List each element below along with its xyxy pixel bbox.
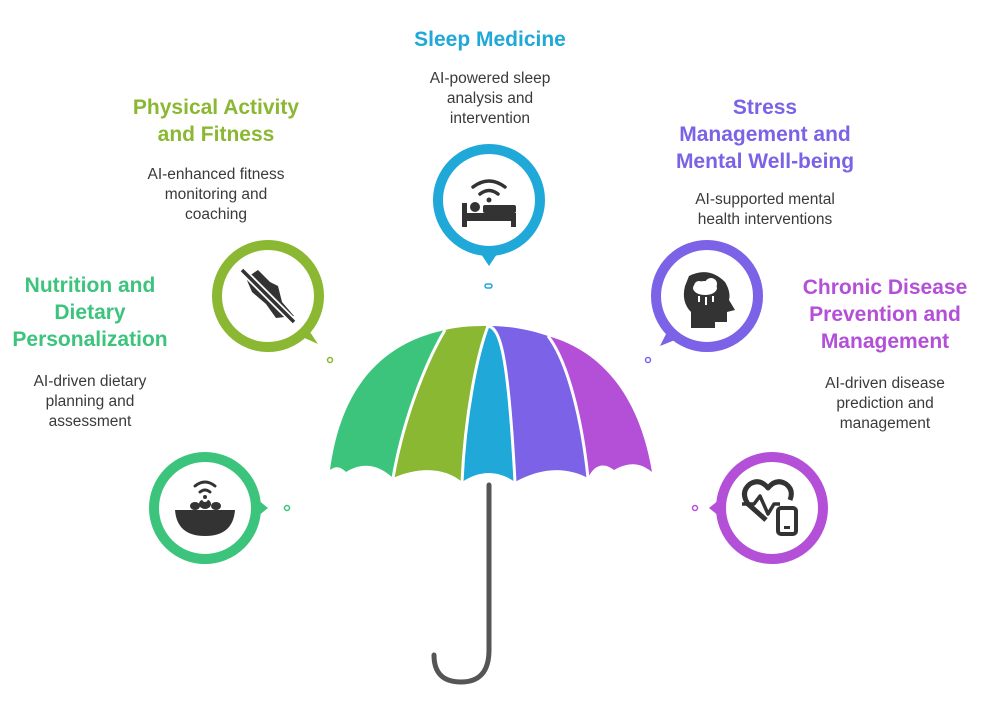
callout-stress — [644, 240, 763, 364]
canopy-seam — [546, 335, 590, 479]
canopy-panel-chronic — [548, 336, 652, 478]
canopy-seam — [487, 324, 517, 483]
description-nutrition: AI-driven dietary planning and assessmen… — [33, 373, 147, 430]
running-shoe-icon — [239, 267, 297, 325]
callout-nutrition — [149, 452, 291, 564]
description-sleep: AI-powered sleep analysis and interventi… — [429, 70, 551, 127]
description-chronic: AI-driven disease prediction and managem… — [825, 375, 945, 432]
callout-pointer — [477, 248, 501, 266]
umbrella-handle — [431, 482, 492, 685]
description-stress: AI-supported mental health interventions — [695, 191, 835, 228]
canopy-panel-sleep — [462, 326, 515, 482]
title-sleep: Sleep Medicine — [414, 28, 566, 51]
callout-sleep — [433, 144, 545, 289]
connector-dot — [283, 504, 291, 512]
description-fitness: AI-enhanced fitness monitoring and coach… — [147, 166, 285, 223]
callout-pointer — [660, 326, 680, 346]
canopy-panel-nutrition — [330, 330, 445, 478]
callout-pointer — [300, 326, 318, 344]
canopy-seam — [391, 329, 447, 479]
title-fitness: Physical Activity and Fitness — [132, 96, 300, 146]
callout-chronic — [691, 452, 828, 564]
connector-dot — [644, 356, 652, 364]
bed-wifi-icon — [462, 179, 516, 227]
callout-fitness — [212, 240, 334, 364]
callout-pointer — [709, 496, 724, 520]
connector-dot — [326, 356, 334, 364]
title-nutrition: Nutrition and Dietary Personalization — [12, 274, 168, 351]
heart-monitor-icon — [742, 479, 798, 536]
canopy-seam — [460, 325, 490, 483]
callout-pointer — [253, 496, 268, 520]
connector-dot — [691, 504, 699, 512]
connector-dot — [484, 283, 493, 289]
canopy-seams — [391, 324, 590, 483]
head-raincloud-icon — [683, 272, 735, 328]
umbrella-canopy — [330, 326, 652, 482]
title-stress: Stress Management and Mental Well-being — [675, 96, 855, 173]
title-chronic: Chronic Disease Prevention and Managemen… — [802, 276, 968, 353]
food-bowl-icon — [175, 480, 235, 536]
